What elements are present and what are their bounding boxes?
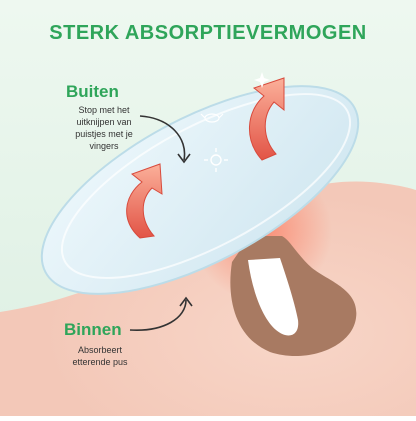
inside-description-line: etterende pus [72, 357, 128, 367]
inside-heading: Binnen [64, 320, 122, 339]
outside-description-line: puistjes met je [75, 129, 133, 139]
inside-description: Absorbeert etterende pus [60, 344, 140, 368]
outside-description-line: Stop met het [78, 105, 130, 115]
outside-description: Stop met het uitknijpen van puistjes met… [58, 104, 150, 152]
bacteria-icon [204, 148, 228, 172]
pus-pocket [248, 258, 299, 336]
inside-description-line: Absorbeert [77, 345, 123, 355]
germ-icon [200, 113, 224, 123]
absorb-arrow-left [126, 163, 163, 239]
pointer-arrowhead-outside [177, 153, 191, 164]
sparkle-icon [254, 72, 270, 88]
pointer-arrow-outside [139, 115, 186, 161]
outside-description-line: uitknijpen van [76, 117, 132, 127]
outside-description-line: vingers [89, 141, 119, 151]
pointer-arrow-inside [129, 299, 187, 331]
outside-heading: Buiten [66, 82, 119, 101]
absorb-arrow-right [249, 77, 285, 161]
page-title: STERK ABSORPTIEVERMOGEN [49, 22, 367, 44]
pointer-arrowhead-inside [179, 296, 193, 307]
